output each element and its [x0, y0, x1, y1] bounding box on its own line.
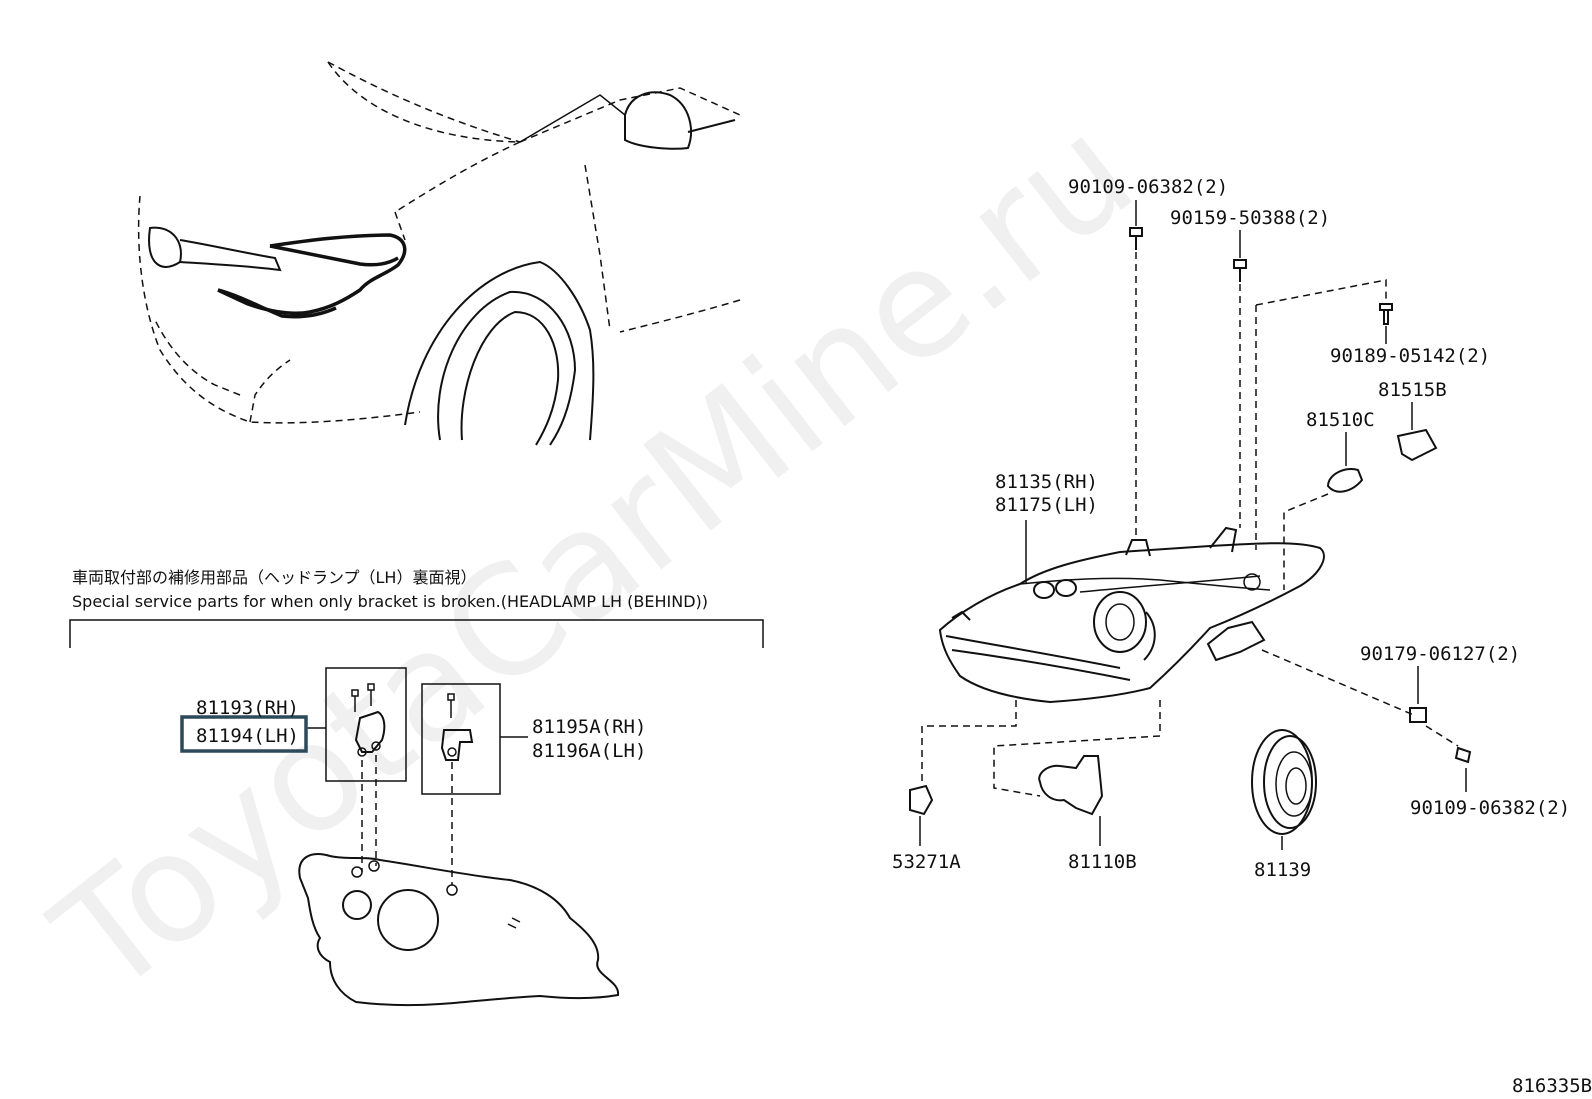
- bulb-81510c: [1326, 468, 1364, 493]
- label-81175: 81175(LH): [995, 494, 1098, 516]
- bracket-81194-group: [307, 667, 407, 782]
- label-90109-bottom: 90109-06382(2): [1410, 797, 1570, 819]
- inset-frame: [69, 619, 764, 648]
- label-90179: 90179-06127(2): [1360, 643, 1520, 665]
- inset-caption-jp: 車両取付部の補修用部品（ヘッドランプ（LH）裏面視）: [72, 568, 476, 587]
- label-81139: 81139: [1254, 859, 1311, 881]
- label-81135: 81135(RH): [995, 471, 1098, 493]
- highlight-box-81194: [180, 715, 308, 753]
- label-81193: 81193(RH): [196, 697, 299, 719]
- socket-81515b: [1396, 428, 1438, 462]
- clip-53271a: [909, 784, 934, 816]
- label-90189: 90189-05142(2): [1330, 345, 1490, 367]
- clip-90189: [1379, 303, 1393, 325]
- label-81510c: 81510C: [1306, 409, 1375, 431]
- screw-90159: [1233, 259, 1247, 282]
- bulb-81110b: [1038, 755, 1104, 816]
- headlamp-back-outline: [298, 853, 620, 1007]
- label-81515b: 81515B: [1378, 379, 1447, 401]
- diagram-id: 816335B: [1512, 1075, 1592, 1097]
- headlamp-assembly: [938, 526, 1325, 704]
- screw-90109-top: [1129, 227, 1143, 250]
- label-81195a: 81195A(RH): [532, 716, 646, 738]
- nut-90179: [1409, 707, 1427, 723]
- screw-90109-bottom: [1454, 746, 1472, 764]
- label-81196a: 81196A(LH): [532, 740, 646, 762]
- inset-caption-en: Special service parts for when only brac…: [72, 592, 708, 611]
- cap-81139: [1251, 729, 1317, 835]
- label-53271a: 53271A: [892, 851, 961, 873]
- label-90159: 90159-50388(2): [1170, 207, 1330, 229]
- label-90109-top: 90109-06382(2): [1068, 176, 1228, 198]
- car-body-illustration: [137, 61, 741, 446]
- label-81194: 81194(LH): [196, 725, 299, 747]
- label-81110b: 81110B: [1068, 851, 1137, 873]
- bracket-81195a-group: [421, 683, 528, 795]
